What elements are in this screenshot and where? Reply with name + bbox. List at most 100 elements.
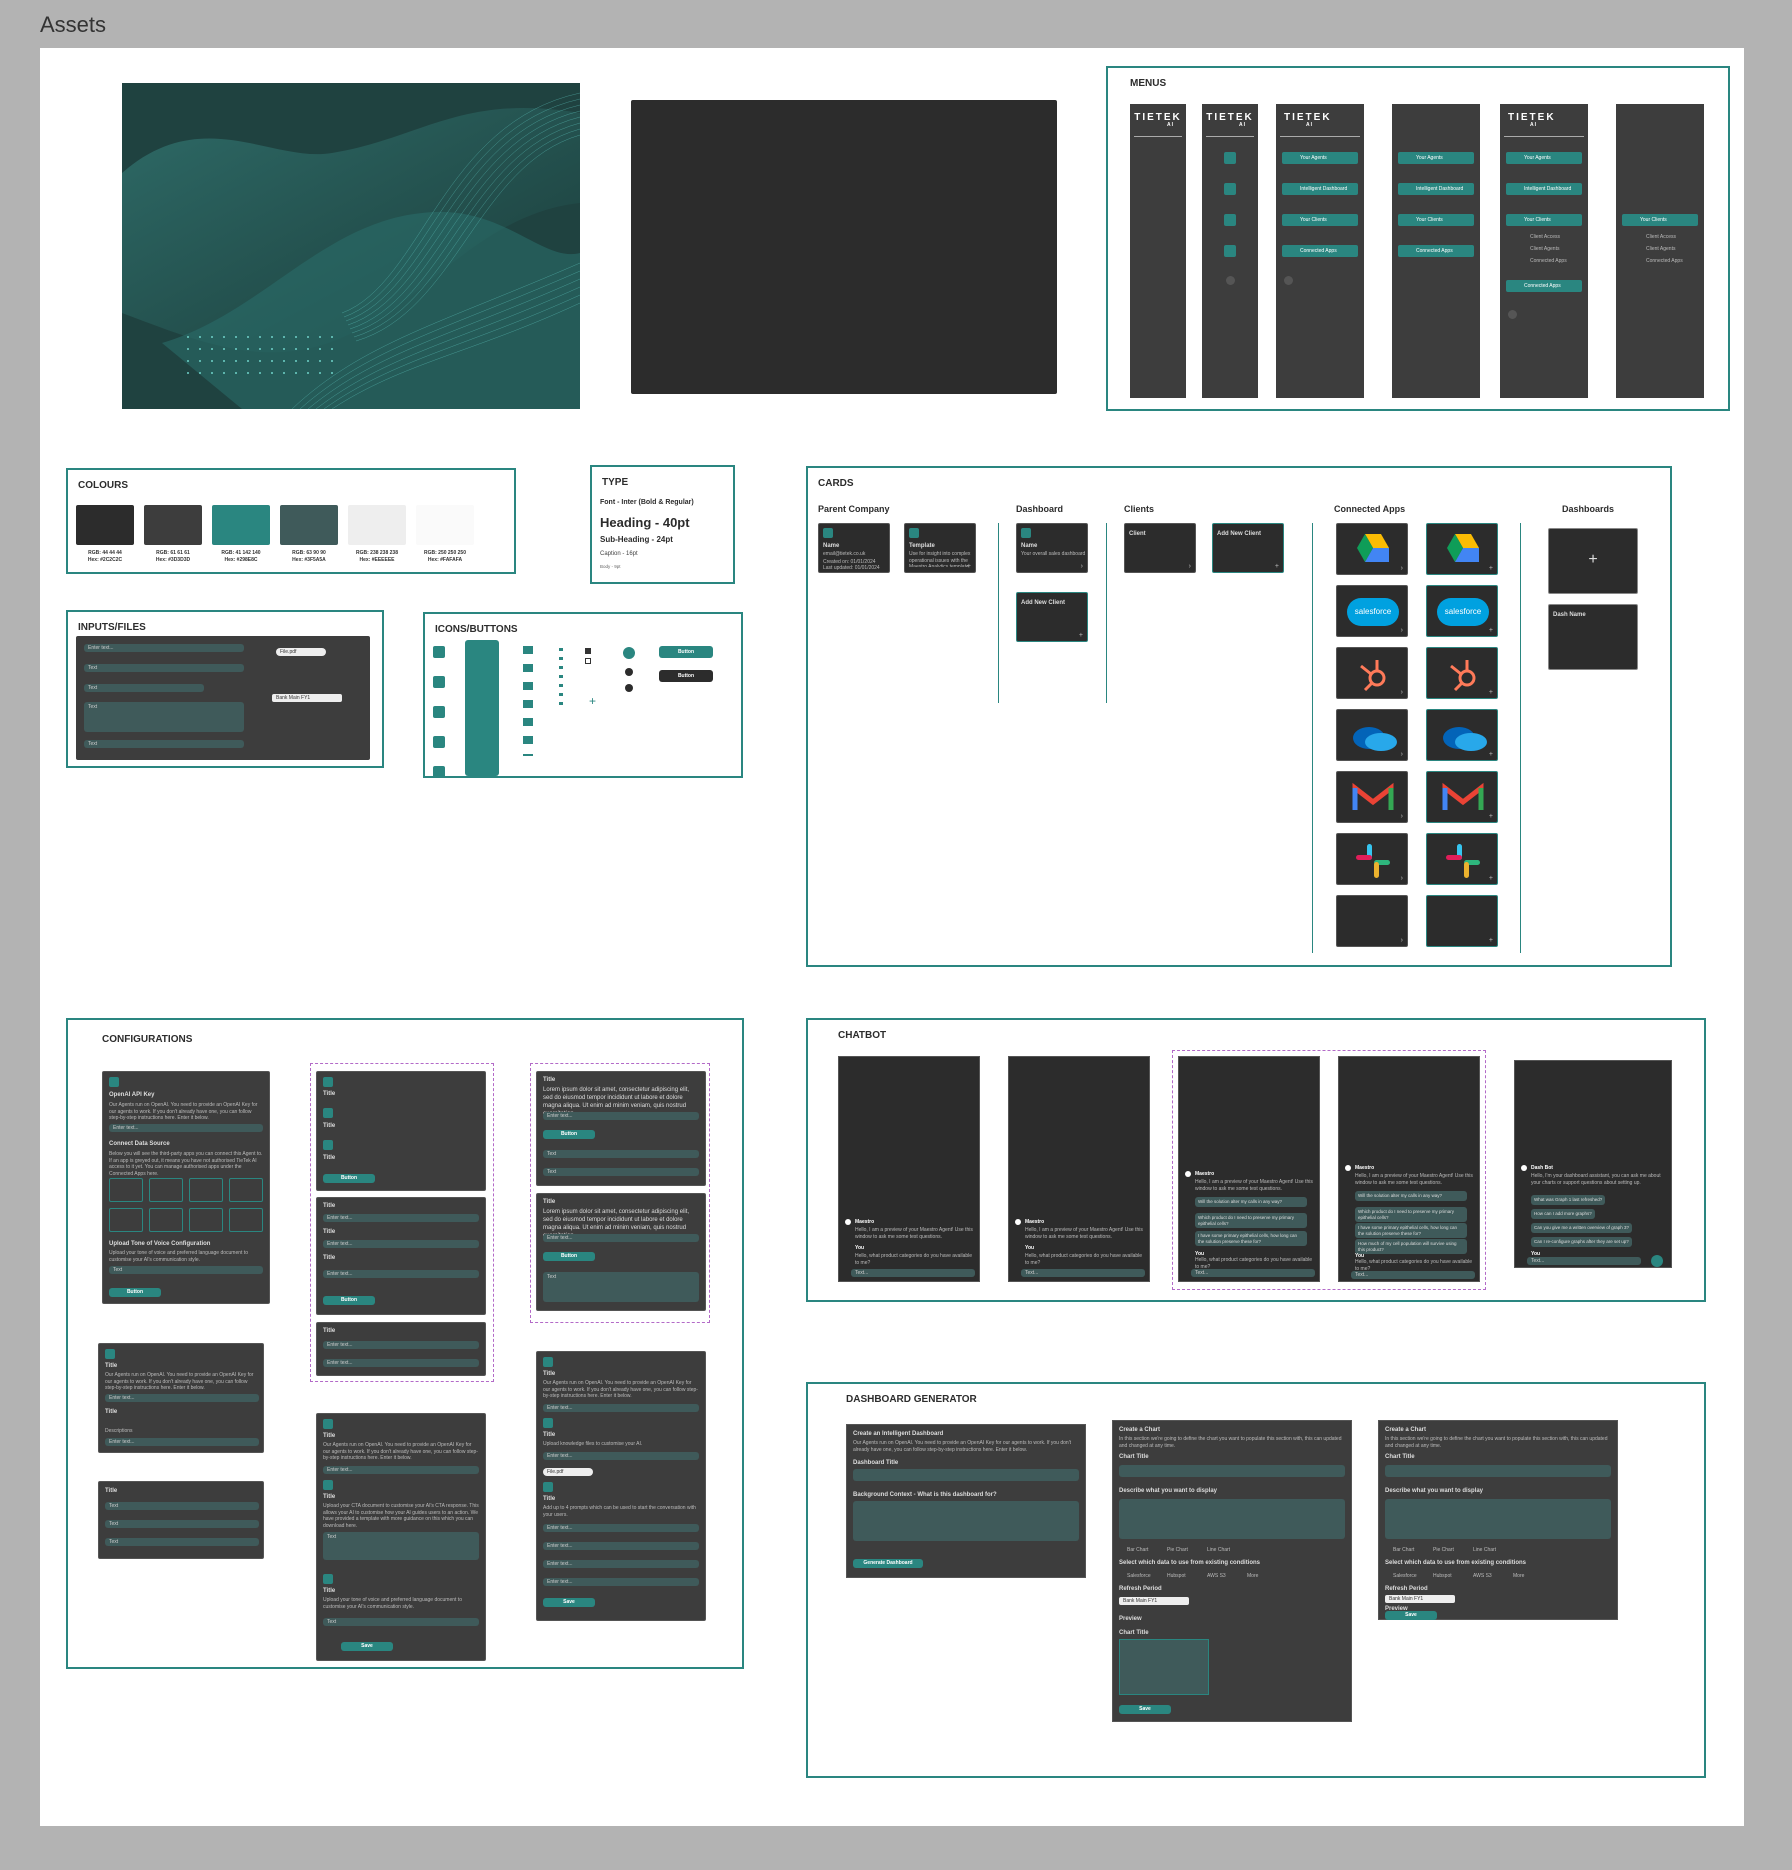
- chart2-save-button[interactable]: Save: [1385, 1611, 1437, 1620]
- menu-item-clients[interactable]: Your Clients: [1506, 214, 1582, 226]
- lorem-input-1[interactable]: Enter text...: [543, 1112, 699, 1120]
- kp-prompt-3[interactable]: Enter text...: [543, 1560, 699, 1568]
- slack-card-add[interactable]: +: [1426, 833, 1498, 885]
- bar-chart-option[interactable]: Bar Chart: [1127, 1547, 1149, 1553]
- menu-item-dashboard[interactable]: Intelligent Dashboard: [1398, 183, 1474, 195]
- submenu-client-agents[interactable]: Client Agents: [1646, 246, 1676, 252]
- file-chip[interactable]: File.pdf: [276, 648, 326, 656]
- add-dashboard-card[interactable]: Add New Client +: [1016, 592, 1088, 642]
- select-dropdown[interactable]: Bank Main FY1: [272, 694, 342, 702]
- tone-upload-input[interactable]: Text: [109, 1266, 263, 1274]
- pie-chart-option[interactable]: Pie Chart: [1167, 1547, 1188, 1553]
- kp-prompt-4[interactable]: Enter text...: [543, 1578, 699, 1586]
- menu-item-clients[interactable]: Your Clients: [1282, 214, 1358, 226]
- chat-input[interactable]: Text...: [1021, 1269, 1145, 1277]
- title-input[interactable]: Enter text...: [105, 1394, 259, 1402]
- slack-card[interactable]: ›: [1336, 833, 1408, 885]
- cta-upload-input[interactable]: Text: [323, 1618, 479, 1626]
- chart2-hubspot[interactable]: Hubspot: [1433, 1573, 1452, 1579]
- text-input-add[interactable]: Text: [84, 684, 204, 692]
- dash-suggest-3[interactable]: Can you give me a written overview of gr…: [1531, 1223, 1633, 1233]
- bg-context-input[interactable]: [853, 1501, 1079, 1541]
- google-drive-card-add[interactable]: +: [1426, 523, 1498, 575]
- double-input-1[interactable]: Enter text...: [323, 1341, 479, 1349]
- blank-app-card-add[interactable]: +: [1426, 895, 1498, 947]
- menu-item-agents[interactable]: Your Agents: [1282, 152, 1358, 164]
- submenu-client-agents[interactable]: Client Agents: [1530, 246, 1560, 252]
- cta-input-1[interactable]: Enter text...: [323, 1466, 479, 1474]
- dash-suggest-4[interactable]: Can I re-configure graphs after they are…: [1531, 1237, 1632, 1247]
- menu-item-apps[interactable]: Connected Apps: [1282, 245, 1358, 257]
- salesforce-card[interactable]: salesforce›: [1336, 585, 1408, 637]
- chat-input[interactable]: Text...: [1351, 1271, 1475, 1279]
- clients-icon[interactable]: [1224, 214, 1236, 226]
- dashboard-icon[interactable]: [1224, 183, 1236, 195]
- lorem-input-2[interactable]: Enter text...: [543, 1234, 699, 1242]
- describe-input[interactable]: [1119, 1499, 1345, 1539]
- chart-title-input[interactable]: [1119, 1465, 1345, 1477]
- refresh-select[interactable]: Bank Main FY1: [1119, 1597, 1189, 1605]
- suggest-q1[interactable]: Will the solution alter my calls in any …: [1195, 1197, 1307, 1207]
- chart2-line-option[interactable]: Line Chart: [1473, 1547, 1497, 1553]
- dark-button[interactable]: Button: [659, 670, 713, 682]
- collapse-icon[interactable]: [1508, 310, 1517, 319]
- dash-suggest-2[interactable]: How can I add more graphs?: [1531, 1209, 1595, 1219]
- collapse-icon[interactable]: [1284, 276, 1293, 285]
- chart2-pie-option[interactable]: Pie Chart: [1433, 1547, 1454, 1553]
- kp-input-2[interactable]: Enter text...: [543, 1452, 699, 1460]
- suggest-q3[interactable]: I have some primary epithelial cells, ho…: [1195, 1231, 1307, 1247]
- add-client-card[interactable]: Add New Client +: [1212, 523, 1284, 573]
- lorem-textarea[interactable]: Text: [543, 1272, 699, 1302]
- add-dashboard-tile[interactable]: +: [1548, 528, 1638, 594]
- chart2-describe-input[interactable]: [1385, 1499, 1611, 1539]
- dashboard-card[interactable]: Name Your overall sales dashboard ›: [1016, 523, 1088, 573]
- title-input-3[interactable]: Enter text...: [323, 1270, 479, 1278]
- chart2-refresh-select[interactable]: Bank Main FY1: [1385, 1595, 1455, 1603]
- enter-text-input[interactable]: Enter text...: [84, 644, 244, 652]
- config-button[interactable]: Button: [109, 1288, 161, 1297]
- menu-item-dashboard[interactable]: Intelligent Dashboard: [1506, 183, 1582, 195]
- lorem-button-1[interactable]: Button: [543, 1130, 595, 1139]
- parent-company-card[interactable]: Name email@tietek.co.uk Created on: 01/0…: [818, 523, 890, 573]
- upload-input[interactable]: Text: [84, 740, 244, 748]
- dash-suggest-1[interactable]: What was Graph 1 last refreshed?: [1531, 1195, 1606, 1205]
- chart2-title-input[interactable]: [1385, 1465, 1611, 1477]
- chat-input[interactable]: Text...: [1191, 1269, 1315, 1277]
- kp-file-chip[interactable]: File.pdf: [543, 1468, 593, 1476]
- cta-textarea[interactable]: Text: [323, 1532, 479, 1560]
- chart2-salesforce[interactable]: Salesforce: [1393, 1573, 1417, 1579]
- dash-title-input[interactable]: [853, 1469, 1079, 1481]
- menu-item-apps[interactable]: Connected Apps: [1398, 245, 1474, 257]
- chart2-more[interactable]: More: [1513, 1573, 1525, 1579]
- menu-item-clients[interactable]: Your Clients: [1398, 214, 1474, 226]
- google-drive-card[interactable]: ›: [1336, 523, 1408, 575]
- menu-item-agents[interactable]: Your Agents: [1506, 152, 1582, 164]
- submenu-client-access[interactable]: Client Access: [1646, 234, 1677, 240]
- suggest-q4[interactable]: How much of my cell population will surv…: [1355, 1239, 1467, 1255]
- descriptions-input[interactable]: Enter text...: [105, 1438, 259, 1446]
- salesforce-option[interactable]: Salesforce: [1127, 1573, 1151, 1579]
- config-button[interactable]: Button: [323, 1296, 375, 1305]
- suggest-q3[interactable]: I have some primary epithelial cells, ho…: [1355, 1223, 1467, 1239]
- apps-icon[interactable]: [1224, 245, 1236, 257]
- collapse-icon[interactable]: [1226, 276, 1235, 285]
- hubspot-option[interactable]: Hubspot: [1167, 1573, 1186, 1579]
- kp-prompt-1[interactable]: Enter text...: [543, 1524, 699, 1532]
- salesforce-card-add[interactable]: salesforce+: [1426, 585, 1498, 637]
- double-input-2[interactable]: Enter text...: [323, 1359, 479, 1367]
- chat-bubble-icon[interactable]: [1651, 1255, 1663, 1267]
- chat-input[interactable]: Text...: [851, 1269, 975, 1277]
- submenu-connected-apps[interactable]: Connected Apps: [1530, 258, 1567, 264]
- headset-icon[interactable]: [1224, 152, 1236, 164]
- lorem-text-input-2[interactable]: Text: [543, 1168, 699, 1176]
- more-option[interactable]: More: [1247, 1573, 1259, 1579]
- menu-item-dashboard[interactable]: Intelligent Dashboard: [1282, 183, 1358, 195]
- gmail-card[interactable]: ›: [1336, 771, 1408, 823]
- chart2-aws[interactable]: AWS S3: [1473, 1573, 1492, 1579]
- kp-input-1[interactable]: Enter text...: [543, 1404, 699, 1412]
- config-button[interactable]: Button: [323, 1174, 375, 1183]
- chat-input[interactable]: Text...: [1527, 1257, 1641, 1265]
- chart-save-button[interactable]: Save: [1119, 1705, 1171, 1714]
- aws-option[interactable]: AWS S3: [1207, 1573, 1226, 1579]
- textarea-input[interactable]: Text: [84, 702, 244, 732]
